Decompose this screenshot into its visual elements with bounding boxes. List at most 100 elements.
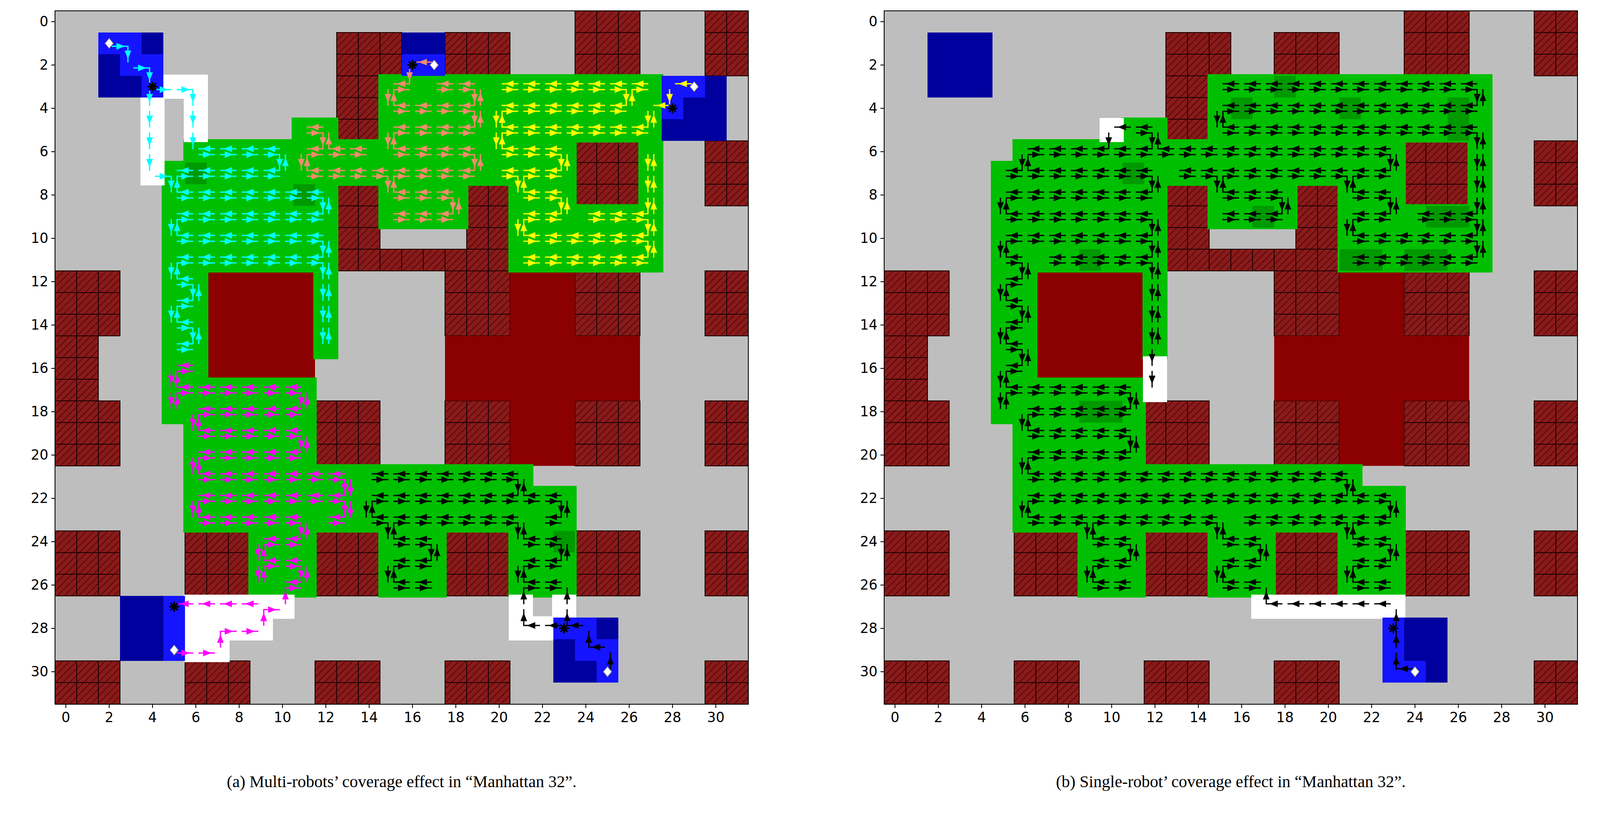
path-arrowhead (563, 504, 571, 513)
covered-cell (990, 182, 1016, 208)
building-cell (618, 270, 640, 293)
covered-cell (205, 442, 230, 468)
path-arrowhead (622, 93, 630, 103)
x-tick (238, 704, 240, 708)
path-arrowhead (195, 461, 203, 470)
covered-cell (1099, 182, 1125, 208)
covered-cell (183, 160, 209, 186)
path-arrowhead (289, 476, 298, 483)
path-arrowhead (483, 470, 493, 478)
covered-cell (161, 247, 187, 273)
building-cell (1404, 10, 1426, 33)
path-arrowhead (441, 129, 450, 137)
path-arrowhead (585, 634, 593, 643)
covered-cell (551, 485, 577, 511)
building-cell (1165, 660, 1188, 683)
transit-cell (508, 616, 533, 641)
path-arrowhead (440, 492, 449, 499)
building-cell (488, 270, 510, 293)
building-cell (1317, 54, 1340, 76)
path-arrowhead (441, 519, 450, 527)
building-cell (575, 314, 597, 336)
path-arrowhead (390, 179, 398, 188)
building-cell (1317, 682, 1340, 705)
path-arrowhead (418, 58, 428, 66)
path-arrowhead (520, 222, 528, 232)
building-cell (705, 422, 727, 445)
covered-cell (226, 160, 252, 186)
start-area (401, 32, 445, 76)
path-arrowhead (384, 180, 392, 189)
building-cell (445, 552, 467, 575)
covered-cell (990, 160, 1016, 186)
building-cell (1534, 10, 1556, 33)
path-arrowhead (462, 172, 472, 180)
building-cell (358, 249, 380, 271)
path-arrowhead (592, 80, 601, 88)
x-tick (282, 704, 283, 708)
path-arrowhead (181, 367, 190, 375)
path-arrowhead (397, 584, 407, 592)
path-arrowhead (484, 497, 493, 505)
building-cell (76, 379, 99, 401)
building-cell (1425, 530, 1448, 553)
path-arrowhead (116, 42, 125, 50)
covered-cell (313, 247, 339, 273)
path-arrowhead (189, 418, 197, 428)
path-arrowhead (289, 432, 298, 440)
building-cell (726, 140, 749, 163)
covered-cell (270, 507, 295, 533)
building-cell (55, 335, 77, 358)
path-arrowhead (477, 92, 484, 102)
covered-cell (183, 399, 209, 425)
building-cell (905, 335, 928, 358)
building-cell (1295, 227, 1318, 250)
building-cell (185, 574, 207, 596)
path-arrowhead (549, 86, 558, 93)
building-cell (336, 32, 359, 55)
path-arrowhead (289, 562, 298, 570)
building-cell (445, 54, 467, 76)
y-tick (51, 281, 55, 283)
path-arrowhead (506, 519, 515, 527)
building-cell (1425, 552, 1448, 575)
path-arrowhead (592, 643, 601, 651)
path-arrowhead (527, 194, 537, 202)
building-cell (1165, 205, 1188, 228)
building-cell (1144, 574, 1166, 596)
building-cell (1404, 422, 1426, 445)
building-cell (76, 270, 99, 293)
covered-cell (508, 464, 534, 490)
covered-cell (443, 182, 469, 208)
covered-cell (226, 225, 252, 251)
path-arrowhead (181, 346, 190, 353)
path-arrowhead (505, 167, 514, 174)
path-arrowhead (310, 253, 319, 261)
path-arrowhead (202, 145, 211, 153)
covered-cell (551, 95, 577, 121)
path-arrowhead (563, 547, 571, 557)
path-arrowhead (319, 332, 327, 341)
path-arrowhead (180, 167, 189, 174)
covered-cell (270, 247, 295, 273)
path-arrowhead (462, 519, 472, 527)
covered-cell (291, 399, 317, 425)
path-arrowhead (354, 151, 363, 158)
covered-cell (378, 572, 404, 598)
path-arrowhead (195, 331, 203, 340)
building-cell (1317, 32, 1340, 55)
path-arrowhead (527, 557, 536, 564)
path-arrowhead (527, 232, 536, 239)
building-cell (1252, 249, 1275, 271)
covered-cell (595, 225, 620, 251)
path-arrowhead (341, 483, 348, 493)
path-arrowhead (397, 172, 407, 180)
end-marker (170, 645, 179, 655)
building-cell (1187, 249, 1210, 271)
building-cell (1057, 530, 1080, 553)
building-cell (445, 249, 467, 271)
building-cell (1014, 574, 1036, 596)
path-arrowhead (419, 194, 428, 202)
building-cell (705, 140, 727, 163)
building-cell (705, 270, 727, 293)
